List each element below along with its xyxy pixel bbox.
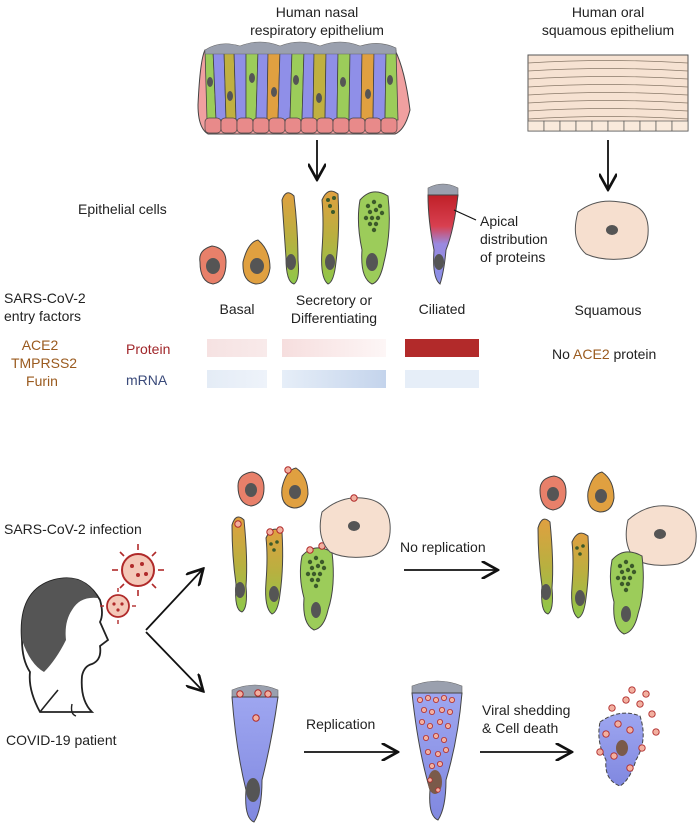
dying-cell [596, 686, 660, 787]
patient-illustration [20, 577, 110, 717]
secretory-label-line-1: Secretory or [295, 292, 373, 308]
virus-particle-small [100, 588, 136, 624]
epithelial-cells-label: Epithelial cells [78, 201, 167, 217]
no-ace2-suffix: protein [613, 346, 657, 362]
infection-label: SARS-CoV-2 infection [4, 521, 142, 537]
no-ace2-prefix: No [552, 346, 570, 362]
basal-cell-red [199, 245, 227, 285]
squamous-label: Squamous [574, 302, 642, 318]
oral-title-line-2: squamous epithelium [541, 22, 675, 38]
mrna-label: mRNA [126, 372, 168, 388]
infected-cells-left [231, 466, 391, 631]
mrna-bar-secretory [282, 370, 386, 388]
oral-title-line-1: Human oral [571, 4, 645, 20]
ciliated-label: Ciliated [418, 301, 466, 317]
ciliated-cell-infected [231, 684, 279, 823]
arrow-to-ciliated [145, 631, 202, 690]
factor-tmprss2: TMPRSS2 [10, 355, 78, 371]
no-ace2-gene: ACE2 [573, 346, 610, 362]
shedding-line-1: Viral shedding [482, 702, 571, 718]
virus-particle-large [112, 544, 164, 596]
secretory-cell-1 [281, 192, 299, 285]
replication-label: Replication [306, 716, 376, 732]
nasal-epithelium-illustration [197, 41, 411, 135]
entry-factors-line-2: entry factors [4, 308, 82, 324]
protein-bar-basal [207, 339, 267, 357]
secretory-cell-2 [321, 190, 340, 285]
ciliated-cell [427, 183, 477, 285]
secretory-label-line-2: Differentiating [290, 310, 378, 326]
entry-factors-line-1: SARS-CoV-2 [4, 290, 86, 306]
mrna-bar-basal [207, 370, 267, 388]
ciliated-cell-replicating [411, 680, 463, 821]
basal-cell-orange [242, 239, 271, 285]
no-replication-label: No replication [400, 539, 486, 555]
basal-label: Basal [219, 301, 255, 317]
no-ace2-protein-label: No ACE2 protein [552, 346, 656, 363]
nasal-title-line-2: respiratory epithelium [250, 22, 384, 38]
oral-squamous-epithelium-illustration [527, 54, 689, 132]
apical-line-2: distribution [480, 231, 548, 247]
squamous-cell [574, 200, 649, 260]
protein-bar-secretory [282, 339, 386, 357]
patient-label: COVID-19 patient [6, 732, 117, 748]
factor-furin: Furin [26, 373, 58, 389]
protein-label: Protein [126, 341, 171, 357]
secretory-cell-3 [357, 191, 390, 285]
shedding-line-2: & Cell death [482, 720, 559, 736]
apical-line-3: of proteins [480, 249, 546, 265]
arrow-to-non-ciliated [145, 570, 202, 631]
mrna-bar-ciliated [405, 370, 479, 388]
nasal-title-line-1: Human nasal [275, 4, 359, 20]
factor-ace2: ACE2 [21, 337, 59, 353]
apical-line-1: Apical [480, 213, 519, 229]
protein-bar-ciliated [405, 339, 479, 357]
cells-after-no-replication [537, 471, 697, 635]
